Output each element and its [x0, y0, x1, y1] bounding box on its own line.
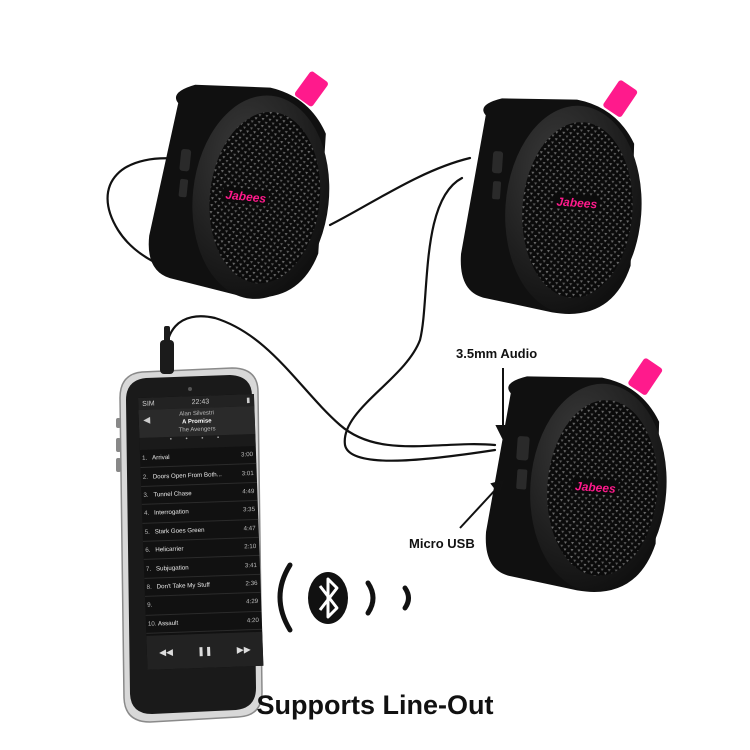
track-title: Helicarrier	[155, 545, 184, 554]
mute-switch	[116, 418, 121, 428]
track-duration: 4:20	[246, 616, 259, 625]
brand-logo: Jabees	[575, 479, 617, 496]
track-num: 2.	[142, 473, 149, 481]
track-num: 6.	[145, 546, 151, 554]
side-port	[178, 178, 189, 198]
track-num: 9.	[147, 601, 153, 610]
side-port	[492, 181, 502, 200]
usb-port-label: Micro USB	[409, 536, 475, 551]
previous-icon[interactable]: ◀◀	[158, 646, 174, 657]
volume-button	[116, 458, 121, 472]
track-num: 1.	[141, 454, 148, 463]
track-row[interactable]: 10.Assault 4:20	[145, 611, 263, 634]
speaker-top-left: Jabees	[148, 71, 330, 299]
track-title	[157, 602, 244, 605]
track-title: Don't Take My Stuff	[156, 581, 210, 591]
sound-wave-left	[277, 562, 293, 633]
track-duration: 3:35	[242, 506, 256, 514]
cable-cross-down	[343, 176, 497, 462]
lanyard-tab	[603, 80, 638, 117]
sound-wave-right-outer	[402, 585, 411, 611]
track-num: 10.	[147, 620, 157, 628]
track-num: 7.	[145, 565, 152, 573]
track-duration: 3:01	[241, 469, 254, 478]
speaker-bottom-right: Jabees	[485, 358, 667, 592]
sound-wave-right	[365, 580, 376, 616]
track-duration: 4:47	[243, 524, 256, 533]
next-icon[interactable]: ▶▶	[236, 643, 251, 655]
track-duration: 4:29	[246, 598, 259, 606]
volume-button	[116, 438, 121, 452]
track-duration: 2:10	[244, 543, 257, 551]
track-list: 1.Arrival 3:00 2.Doors Open From Both... 3:…	[139, 445, 263, 634]
callout-arrows	[459, 368, 511, 529]
brand-logo: Jabees	[556, 194, 598, 211]
usb-port	[516, 469, 528, 490]
bluetooth-group	[277, 562, 411, 633]
carrier-label: SIM	[142, 399, 155, 408]
track-num: 5.	[144, 528, 150, 536]
side-jack	[491, 151, 504, 174]
track-title: Subjugation	[155, 563, 189, 573]
track-title: Stark Goes Green	[154, 526, 205, 536]
battery-icon: ▮	[246, 397, 251, 405]
track-duration: 4:49	[242, 487, 255, 496]
speaker-grille	[522, 122, 633, 298]
lanyard-tab	[628, 358, 663, 395]
clock: 22:43	[191, 398, 210, 406]
back-arrow-icon[interactable]: ◀	[143, 414, 151, 425]
playback-controls: ◀◀ ❚❚ ▶▶	[146, 631, 264, 670]
side-jack	[179, 148, 192, 172]
track-title: Tunnel Chase	[153, 490, 192, 499]
speaker-top-right: Jabees	[460, 80, 642, 314]
track-num: 3.	[143, 491, 149, 499]
brand-logo: Jabees	[225, 188, 267, 206]
headphone-plug	[160, 340, 174, 374]
track-duration: 3:41	[244, 561, 258, 569]
cable-phone-link	[165, 315, 497, 448]
front-camera	[188, 387, 192, 391]
lanyard-tab	[294, 71, 328, 107]
track-num: 8.	[146, 583, 152, 591]
phone-screen: SIM 22:43 ▮ ◀ Alan Silvestri A Promise T…	[138, 393, 264, 670]
audio-port-label: 3.5mm Audio	[456, 346, 538, 361]
track-title: Assault	[157, 619, 179, 628]
now-playing-header: ◀ Alan Silvestri A Promise The Avengers	[138, 405, 256, 438]
track-num: 4.	[143, 510, 150, 518]
audio-jack	[516, 436, 530, 461]
track-title: Arrival	[151, 454, 170, 462]
pause-icon[interactable]: ❚❚	[197, 645, 213, 656]
caption: Supports Line-Out	[256, 690, 494, 720]
track-title: Doors Open From Both...	[152, 470, 222, 481]
track-title: Interrogation	[153, 508, 189, 517]
cable-top-link	[328, 156, 472, 227]
track-duration: 2:36	[245, 579, 258, 588]
track-duration: 3:00	[240, 451, 254, 459]
